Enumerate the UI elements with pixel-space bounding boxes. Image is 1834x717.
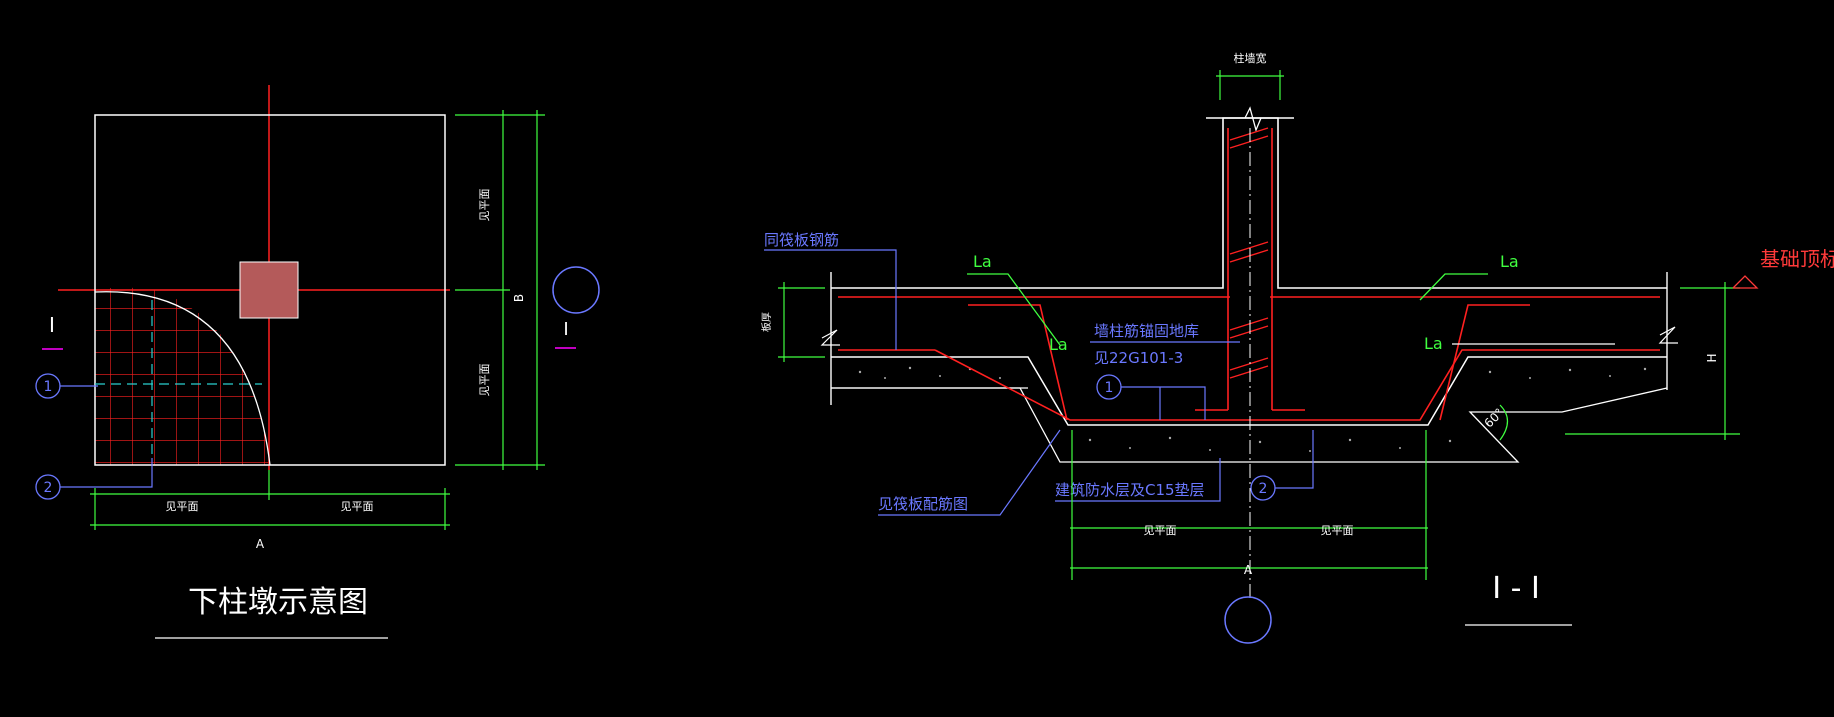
section-break-top: [1244, 106, 1262, 132]
section-slab-bottom: [831, 356, 1667, 426]
plan-dim-bottom: [90, 470, 450, 530]
section-leader-2-line: [1275, 430, 1314, 489]
section-la-lines: [967, 273, 1488, 346]
section-right-break: [1658, 326, 1678, 344]
plan-dim-bottom-left: 见平面: [166, 500, 199, 513]
section-angle-arc: [1499, 404, 1509, 441]
section-leader-2-text: 2: [1259, 481, 1268, 497]
section-la-right-top: La: [1500, 252, 1519, 271]
section-rebar: [838, 128, 1660, 421]
section-column-stirrups: [1229, 127, 1269, 379]
section-anchor-note-line1: 墙柱筋锚固地库: [1094, 322, 1199, 340]
section-label-top-width: 柱墙宽: [1234, 51, 1267, 65]
section-dim-bottom-left: 见平面: [1144, 524, 1177, 537]
section-waterproof-note-leader: [1055, 458, 1221, 502]
plan-outline: [94, 114, 446, 466]
section-raft-note-leader: [878, 429, 1061, 516]
section-la-right-bottom: La: [1424, 334, 1443, 353]
section-outline-top: [831, 117, 1667, 289]
section-angle-label: 60°: [1482, 406, 1507, 431]
plan-dim-right-bottom: 见平面: [478, 364, 491, 397]
section-la-left-bottom: La: [1049, 335, 1068, 354]
section-anchor-note-line2: 见22G101-3: [1094, 349, 1183, 367]
section-label-top-rebar: 同筏板钢筋: [764, 231, 839, 249]
section-dim-bottom-total: A: [1244, 563, 1253, 577]
section-dim-thickness: [778, 282, 825, 362]
section-dim-bottom-right: 见平面: [1321, 524, 1354, 537]
plan-leader-2-text: 2: [44, 480, 53, 496]
plan-axis-label: I: [563, 319, 568, 340]
section-dim-top-width: [1216, 70, 1284, 100]
section-dim-bottom: [1070, 430, 1428, 580]
plan-dim-right: [455, 110, 545, 470]
plan-axis-bubble: [552, 266, 600, 314]
plan-rebar-hatch: [95, 287, 270, 465]
section-cushion-fill: [858, 366, 1647, 452]
plan-quarter-arc: [94, 291, 271, 466]
section-elevation-text: 基础顶标高: [1760, 247, 1834, 271]
plan-section-mark-left: I: [49, 313, 55, 337]
section-raft-thickness: 板厚: [760, 312, 773, 332]
plan-column: [239, 261, 299, 319]
section-leader-1-text: 1: [1105, 380, 1114, 396]
plan-dim-bottom-total: A: [256, 537, 265, 551]
plan-dim-right-total: B: [512, 294, 526, 302]
section-height-label: H: [1705, 353, 1719, 362]
plan-dim-right-top: 见平面: [478, 189, 491, 222]
section-dim-height: [1565, 282, 1740, 440]
plan-view: 1 2 I I 见平面 见平面 A 见平面 见: [35, 85, 600, 639]
plan-leader-2-line: [60, 458, 153, 488]
plan-view-title: 下柱墩示意图: [188, 585, 368, 620]
plan-leader-1-text: 1: [44, 379, 53, 395]
section-raft-note: 见筏板配筋图: [878, 495, 968, 513]
section-elevation-marker: [1732, 275, 1759, 289]
section-leader-1-line: [1121, 386, 1206, 420]
section-label-top-rebar-leader: [764, 249, 897, 350]
section-waterproof-note: 建筑防水层及C15垫层: [1055, 481, 1205, 499]
plan-dim-bottom-right: 见平面: [341, 500, 374, 513]
section-view: La La La La 同筏板钢筋 墙柱筋锚固地库 见22G101-3 1 2 …: [760, 51, 1834, 644]
section-view-title: I - I: [1492, 571, 1540, 606]
section-left-break: [820, 329, 840, 346]
section-axis-bubble: [1224, 596, 1272, 644]
section-la-left-top: La: [973, 252, 992, 271]
